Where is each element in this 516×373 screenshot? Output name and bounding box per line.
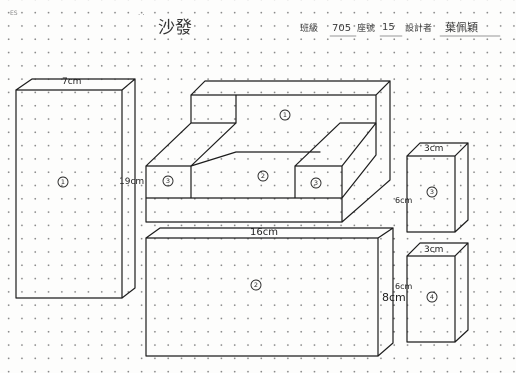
sofa-left-arm-number-circle xyxy=(162,175,174,187)
armrest-lower-side-face xyxy=(454,242,469,343)
sofa-right-arm-side xyxy=(341,122,377,199)
sofa-back-right-side xyxy=(341,80,391,223)
armrest-upper-dim-top: 3cm xyxy=(424,144,444,154)
sofa-seat-number-circle xyxy=(257,170,269,182)
armrest-upper xyxy=(406,142,469,233)
sofa-assembled xyxy=(145,80,391,223)
armrest-lower-dim-side: 6cm xyxy=(395,282,413,291)
sofa-right-arm-number-circle xyxy=(310,177,322,189)
sofa-seat-number: 2 xyxy=(260,171,266,180)
armrest-upper-number: 3 xyxy=(429,187,435,196)
sofa-right-arm-front xyxy=(294,165,343,199)
sofa-back-number: 1 xyxy=(282,110,288,119)
armrest-lower-front-face xyxy=(406,255,456,343)
sofa-back-number-circle xyxy=(279,109,291,121)
designer-label: 設計者 xyxy=(405,24,433,34)
armrest-upper-side-face xyxy=(454,142,469,233)
sofa-back-front-edges xyxy=(235,94,377,131)
page-title: 沙發 xyxy=(158,18,192,38)
sofa-left-arm-top xyxy=(145,122,237,167)
seat-panel-number: 2 xyxy=(253,280,259,289)
seat-panel-side-face xyxy=(377,227,394,357)
armrest-lower-dim-top: 3cm xyxy=(424,245,444,255)
sofa-seat-top xyxy=(190,151,321,167)
sofa-left-arm-front xyxy=(145,165,192,199)
designer-value: 葉佩穎 xyxy=(445,21,478,34)
backrest-front-face xyxy=(15,89,123,299)
class-label: 班級 xyxy=(300,24,319,34)
backrest-number-circle xyxy=(57,176,69,188)
seat-panel-number-circle xyxy=(250,279,262,291)
armrest-upper-dim-side: 6cm xyxy=(395,196,413,205)
sofa-left-arm-number: 3 xyxy=(165,176,171,185)
armrest-lower-number: 4 xyxy=(429,292,435,301)
armrest-lower xyxy=(406,242,469,343)
backrest-side-face xyxy=(121,78,136,299)
seat-panel-dim-top: 16cm xyxy=(250,227,278,238)
backrest-dim-top: 7cm xyxy=(62,77,82,87)
page-mark: · · xyxy=(138,11,145,19)
backrest-panel xyxy=(15,78,136,299)
class-value: 705 xyxy=(332,23,352,34)
backrest-number: 1 xyxy=(60,177,66,186)
armrest-upper-number-circle xyxy=(426,186,438,198)
armrest-lower-number-circle xyxy=(426,291,438,303)
seat-label: 座號 xyxy=(357,24,376,34)
sofa-right-arm-number: 3 xyxy=(313,178,319,187)
seat-panel xyxy=(145,227,394,357)
seat-panel-dim-side: 8cm xyxy=(382,291,406,304)
sofa-back-top xyxy=(190,80,391,96)
sofa-base-front xyxy=(145,197,343,223)
seat-panel-front-face xyxy=(145,237,379,357)
seat-value: 15 xyxy=(382,22,395,33)
backrest-dim-side: 19cm xyxy=(119,177,145,187)
sofa-right-arm-top xyxy=(294,122,377,167)
corner-mark: ES xyxy=(10,10,18,17)
backrest-top-face xyxy=(15,78,136,91)
armrest-upper-front-face xyxy=(406,155,456,233)
